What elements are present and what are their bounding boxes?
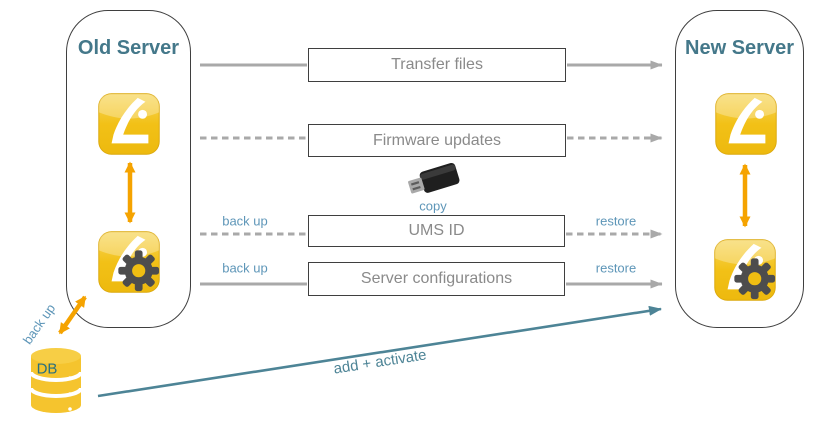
db-backup-arrow [58,295,87,335]
usb-copy-label: copy [419,198,447,214]
step-label-ums-id: UMS ID [408,222,465,239]
step-box-server-configurations: Server configurations [308,262,565,296]
database-label: DB [36,360,58,378]
new-server-box: New Server [675,10,804,328]
step-box-ums-id: UMS ID [308,215,565,247]
step-box-transfer-files: Transfer files [308,48,566,82]
old-server-title: Old Server [77,37,180,59]
ums-id-restore-label: restore [595,213,637,229]
server-config-backup-label: back up [222,260,268,276]
old-server-box: Old Server [66,10,191,328]
step-label-firmware-updates: Firmware updates [372,131,502,149]
database-icon [29,347,83,415]
new-server-title: New Server [685,37,794,59]
step-box-firmware-updates: Firmware updates [308,124,566,157]
step-label-server-configurations: Server configurations [360,270,513,287]
ums-id-backup-label: back up [222,213,268,229]
step-label-transfer-files: Transfer files [391,56,483,73]
usb-stick-icon [408,162,460,194]
add-activate-arrow [97,305,662,398]
server-config-restore-label: restore [595,260,637,276]
